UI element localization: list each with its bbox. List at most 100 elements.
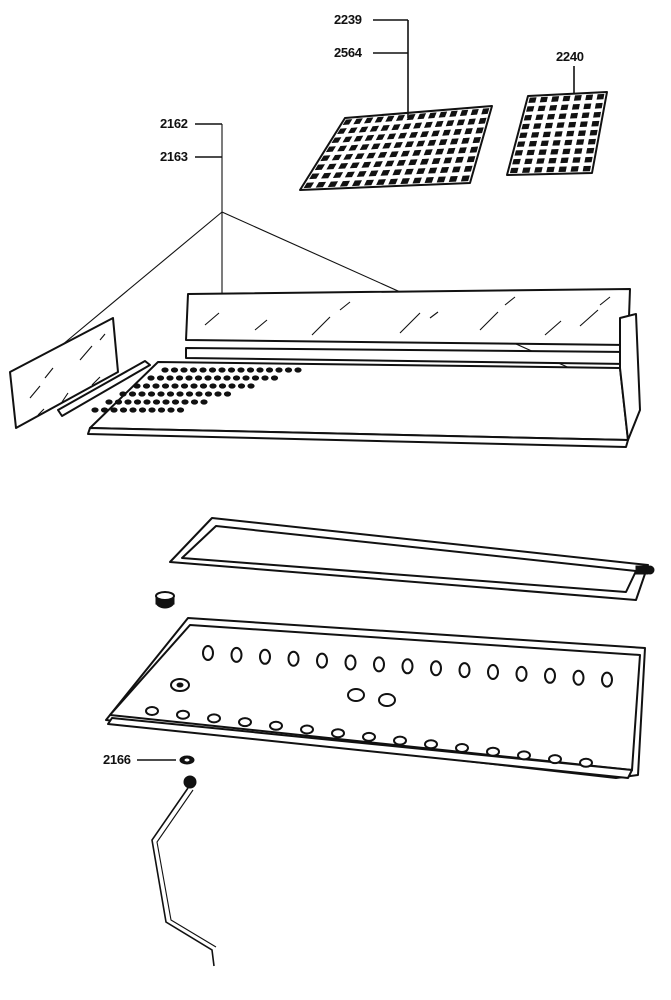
grid-cell [467, 118, 476, 125]
grid-cell [337, 128, 347, 135]
perforation-hole [208, 367, 217, 373]
grid-cell [385, 115, 395, 122]
perforation-hole [143, 399, 151, 405]
glass-back-panel [185, 288, 631, 346]
burner-hole [393, 735, 407, 746]
grid-cell [469, 146, 479, 153]
grid-cell [463, 165, 473, 172]
grid-cell [551, 96, 560, 102]
perforation-hole [294, 367, 302, 373]
grid-cell [475, 127, 484, 134]
perforation-hole [190, 399, 199, 405]
grid-cell [509, 167, 519, 174]
grid-cell [413, 122, 423, 129]
grid-cell [338, 163, 349, 169]
large-grid-cells [303, 108, 490, 189]
perforation-hole [275, 367, 283, 373]
callout-2564: 2564 [334, 45, 408, 60]
grid-cell [544, 122, 553, 129]
grid-cell [344, 171, 355, 178]
grid-cell [337, 145, 348, 152]
grid-cell [364, 134, 375, 141]
grid-cell [363, 117, 374, 124]
burner-hole [230, 646, 243, 663]
grid-cell [342, 136, 353, 143]
perforation-hole [161, 383, 170, 389]
perforation-hole [232, 375, 241, 381]
perforation-hole [147, 391, 156, 397]
grid-cell [374, 116, 384, 123]
grid-cell [594, 102, 603, 109]
perforation-hole [242, 375, 250, 381]
perforation-hole [180, 383, 189, 389]
perforation-hole [265, 367, 274, 373]
grid-cell [354, 153, 365, 160]
grid-cell [568, 121, 577, 128]
perforation-hole [110, 407, 118, 413]
grid-cell [562, 95, 571, 102]
perforation-hole [147, 375, 155, 381]
grid-cell [566, 130, 575, 137]
small-grid-tray [506, 91, 608, 176]
perforation-hole [100, 407, 109, 413]
perforation-hole [199, 367, 207, 373]
grid-cell [331, 137, 342, 144]
grid-cell [436, 176, 446, 183]
perforation-hole [157, 407, 166, 413]
grid-cell [339, 180, 351, 187]
burner-hole [601, 671, 613, 688]
callout-2163: 2163 [160, 149, 222, 164]
perforation-hole [227, 367, 236, 373]
perforation-hole [166, 375, 174, 381]
grid-cell [522, 167, 531, 173]
perforation-hole [194, 375, 203, 381]
perforation-hole [171, 383, 179, 389]
perforation-hole [148, 407, 156, 413]
grid-cell [315, 181, 327, 188]
grid-cell [348, 144, 359, 151]
perforation-hole [214, 391, 222, 397]
perforation-hole [119, 407, 128, 413]
grid-cell [456, 119, 466, 126]
grid-cell [369, 125, 380, 132]
perforation-hole [152, 383, 160, 389]
large-grid-tray [299, 105, 493, 191]
grid-cell [435, 148, 445, 155]
perforation-hole [228, 383, 236, 389]
burner-hole [202, 645, 214, 661]
label-2240: 2240 [556, 49, 584, 64]
grid-cell [538, 149, 547, 155]
washer [179, 755, 195, 765]
grid-cell [395, 114, 406, 121]
perforation-hole [195, 391, 203, 397]
callout-2166: 2166 [103, 752, 176, 767]
grid-cell [320, 155, 331, 162]
burner-hole [207, 713, 221, 724]
grid-cell [572, 157, 581, 163]
grid-cell [459, 109, 469, 116]
perforation-hole [119, 391, 127, 397]
perforation-hole [156, 375, 165, 381]
grid-cell [380, 124, 390, 131]
burner-hole [579, 757, 593, 768]
grid-cell [359, 144, 370, 150]
grid-cell [526, 106, 535, 112]
grid-cell [526, 149, 535, 156]
grid-cell [431, 158, 441, 165]
perforation-hole [256, 367, 264, 373]
grid-cell [384, 160, 395, 167]
burner-hole [455, 743, 469, 753]
grid-cell [593, 111, 602, 118]
grid-cell [358, 126, 369, 133]
pan-holes-row-top [202, 645, 613, 688]
label-2564: 2564 [334, 45, 363, 60]
grid-cell [461, 137, 470, 144]
grid-cell [361, 161, 372, 168]
perforation-hole [129, 407, 137, 413]
burner-hole [316, 652, 328, 669]
perforation-hole [157, 391, 165, 397]
burner-hole [145, 706, 159, 716]
perforation-hole [185, 375, 193, 381]
grid-cell [434, 120, 444, 128]
grid-cell [453, 128, 462, 135]
